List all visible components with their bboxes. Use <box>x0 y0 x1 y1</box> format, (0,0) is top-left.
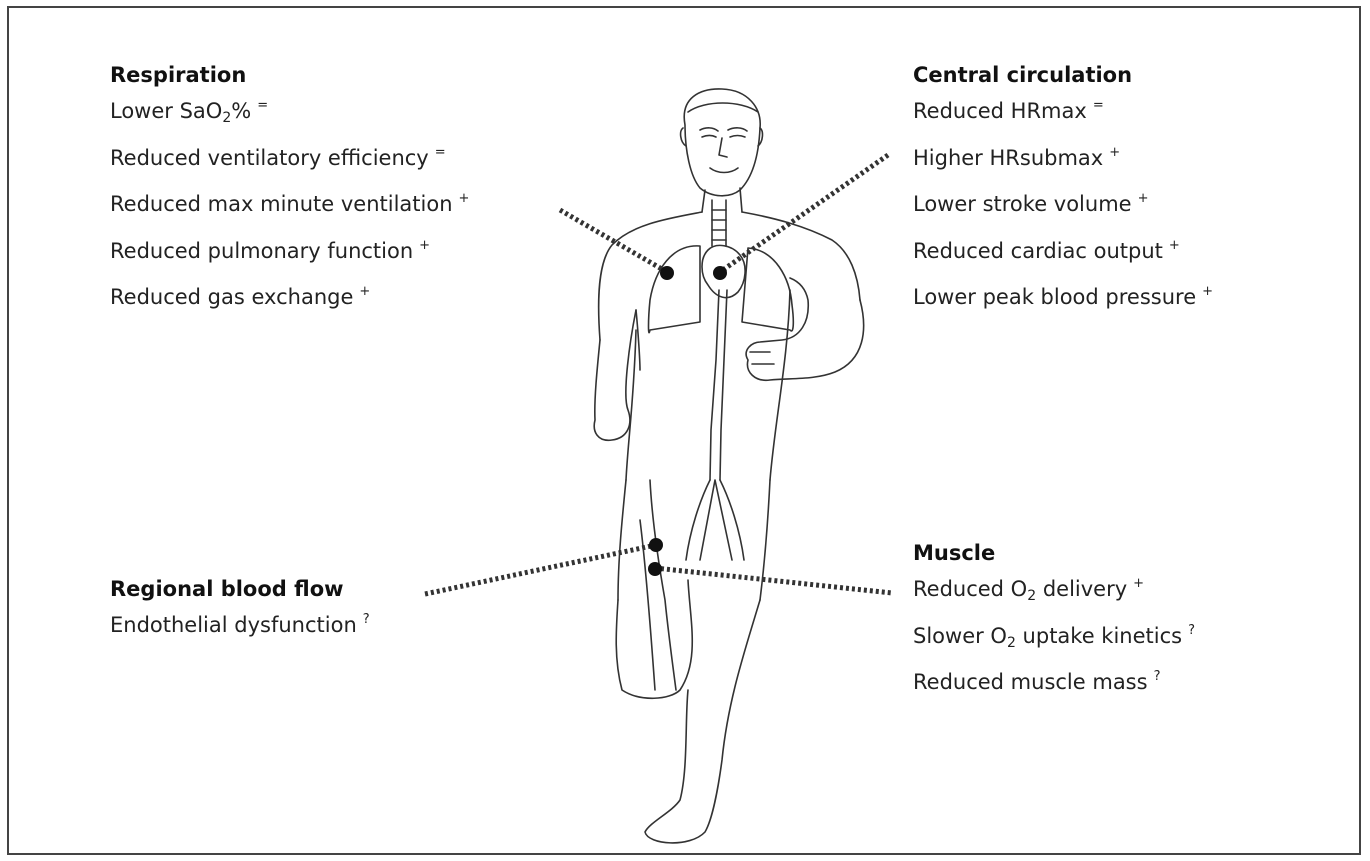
heart-dot <box>713 266 727 280</box>
leader-respiration <box>560 210 667 272</box>
regional-flow-item: Endothelial dysfunction? <box>110 612 370 638</box>
lung-left <box>649 246 701 333</box>
muscle-heading: Muscle <box>913 540 1195 566</box>
lung-dot <box>660 266 674 280</box>
circulation-item: Reduced cardiac output+ <box>913 238 1213 264</box>
respiration-item: Reduced gas exchange+ <box>110 284 469 310</box>
runner-right-arm <box>746 278 863 380</box>
leader-regional-flow <box>425 545 656 594</box>
muscle-group: Muscle Reduced O2 delivery+ Slower O2 up… <box>913 540 1195 716</box>
muscle-item: Reduced O2 delivery+ <box>913 576 1195 602</box>
circulation-item: Lower stroke volume+ <box>913 191 1213 217</box>
respiration-item: Lower SaO2%= <box>110 98 469 124</box>
runner-torso <box>599 212 702 340</box>
regional-blood-flow-heading: Regional blood flow <box>110 576 370 602</box>
central-circulation-heading: Central circulation <box>913 62 1213 88</box>
central-circulation-group: Central circulation Reduced HRmax= Highe… <box>913 62 1213 331</box>
leader-muscle <box>655 568 892 593</box>
leader-circulation <box>720 155 888 272</box>
respiration-item: Reduced max minute ventilation+ <box>110 191 469 217</box>
muscle-item: Slower O2 uptake kinetics? <box>913 623 1195 649</box>
runner-head <box>684 89 760 196</box>
runner-left-arm <box>594 310 636 440</box>
muscle-item: Reduced muscle mass? <box>913 669 1195 695</box>
regional-blood-flow-group: Regional blood flow Endothelial dysfunct… <box>110 576 370 659</box>
respiration-item: Reduced pulmonary function+ <box>110 238 469 264</box>
circulation-item: Lower peak blood pressure+ <box>913 284 1213 310</box>
runner-right-leg <box>645 600 760 843</box>
lung-right <box>742 248 793 331</box>
circulation-item: Higher HRsubmax+ <box>913 145 1213 171</box>
vessel-dot <box>649 538 663 552</box>
muscle-dot <box>648 562 662 576</box>
respiration-item: Reduced ventilatory efficiency= <box>110 145 469 171</box>
respiration-heading: Respiration <box>110 62 469 88</box>
circulation-item: Reduced HRmax= <box>913 98 1213 124</box>
respiration-group: Respiration Lower SaO2%= Reduced ventila… <box>110 62 469 331</box>
